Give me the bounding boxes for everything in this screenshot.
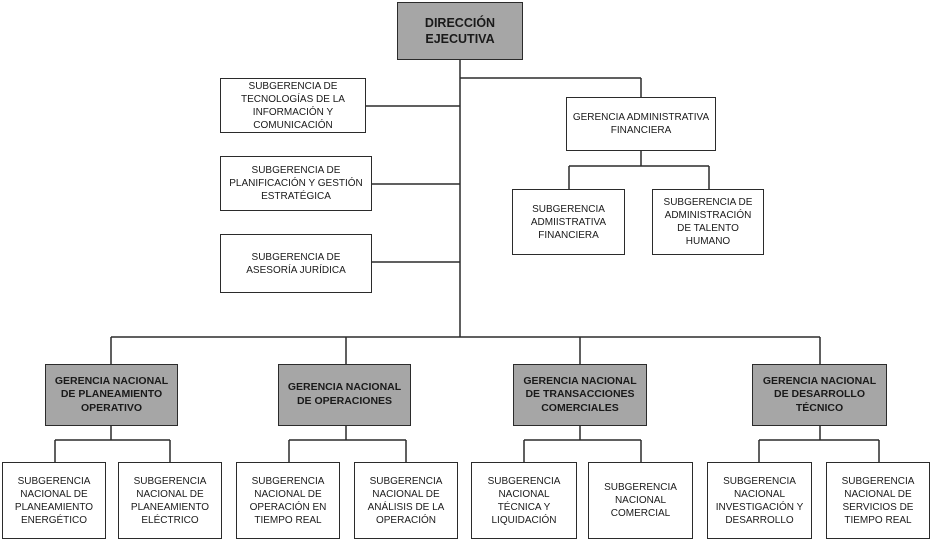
g2-child-label-2: SUBGERENCIA NACIONAL DE ANÁLISIS DE LA O… (367, 475, 445, 526)
g4-child-box-1: SUBGERENCIA NACIONAL INVESTIGACIÓN Y DES… (707, 462, 812, 539)
subgerencia-juridica-box: SUBGERENCIA DE ASESORÍA JURÍDICA (220, 234, 372, 293)
g1-child-box-1: SUBGERENCIA NACIONAL DE PLANEAMIENTO ENE… (2, 462, 106, 539)
direccion-ejecutiva-box: DIRECCIÓN EJECUTIVA (397, 2, 523, 60)
subgerencia-tic-label: SUBGERENCIA DE TECNOLOGÍAS DE LA INFORMA… (241, 80, 345, 131)
admin-child-box-1: SUBGERENCIA ADMIISTRATIVA FINANCIERA (512, 189, 625, 255)
g1-child-label-1: SUBGERENCIA NACIONAL DE PLANEAMIENTO ENE… (14, 475, 94, 526)
subgerencia-planificacion-box: SUBGERENCIA DE PLANIFICACIÓN Y GESTIÓN E… (220, 156, 372, 211)
gerencia-administrativa-box: GERENCIA ADMINISTRATIVA FINANCIERA (566, 97, 716, 151)
subgerencia-tic-box: SUBGERENCIA DE TECNOLOGÍAS DE LA INFORMA… (220, 78, 366, 133)
g4-child-box-2: SUBGERENCIA NACIONAL DE SERVICIOS DE TIE… (826, 462, 930, 539)
g2-child-label-1: SUBGERENCIA NACIONAL DE OPERACIÓN EN TIE… (249, 475, 327, 526)
gerencia-label-3: GERENCIA NACIONAL DE TRANSACCIONES COMER… (523, 374, 637, 414)
gerencia-box-1: GERENCIA NACIONAL DE PLANEAMIENTO OPERAT… (45, 364, 178, 426)
gerencia-box-3: GERENCIA NACIONAL DE TRANSACCIONES COMER… (513, 364, 647, 426)
gerencia-administrativa-label: GERENCIA ADMINISTRATIVA FINANCIERA (572, 112, 710, 136)
subgerencia-juridica-label: SUBGERENCIA DE ASESORÍA JURÍDICA (246, 251, 346, 276)
g3-child-label-1: SUBGERENCIA NACIONAL TÉCNICA Y LIQUIDACI… (487, 475, 561, 526)
g1-child-label-2: SUBGERENCIA NACIONAL DE PLANEAMIENTO ELÉ… (130, 475, 210, 526)
g2-child-box-2: SUBGERENCIA NACIONAL DE ANÁLISIS DE LA O… (354, 462, 458, 539)
admin-child-box-2: SUBGERENCIA DE ADMINISTRACIÓN DE TALENTO… (652, 189, 764, 255)
admin-child-label-2: SUBGERENCIA DE ADMINISTRACIÓN DE TALENTO… (663, 197, 753, 247)
gerencia-label-2: GERENCIA NACIONAL DE OPERACIONES (287, 381, 402, 407)
g4-child-label-1: SUBGERENCIA NACIONAL INVESTIGACIÓN Y DES… (715, 475, 804, 526)
gerencia-box-4: GERENCIA NACIONAL DE DESARROLLO TÉCNICO (752, 364, 887, 426)
g3-child-label-2: SUBGERENCIA NACIONAL COMERCIAL (604, 482, 677, 519)
g3-child-box-1: SUBGERENCIA NACIONAL TÉCNICA Y LIQUIDACI… (471, 462, 577, 539)
subgerencia-planificacion-label: SUBGERENCIA DE PLANIFICACIÓN Y GESTIÓN E… (229, 165, 363, 202)
gerencia-label-4: GERENCIA NACIONAL DE DESARROLLO TÉCNICO (762, 374, 877, 414)
g2-child-box-1: SUBGERENCIA NACIONAL DE OPERACIÓN EN TIE… (236, 462, 340, 539)
g4-child-label-2: SUBGERENCIA NACIONAL DE SERVICIOS DE TIE… (841, 475, 915, 526)
g1-child-box-2: SUBGERENCIA NACIONAL DE PLANEAMIENTO ELÉ… (118, 462, 222, 539)
admin-child-label-1: SUBGERENCIA ADMIISTRATIVA FINANCIERA (530, 203, 607, 241)
g3-child-box-2: SUBGERENCIA NACIONAL COMERCIAL (588, 462, 693, 539)
direccion-ejecutiva-label: DIRECCIÓN EJECUTIVA (424, 15, 496, 46)
gerencia-label-1: GERENCIA NACIONAL DE PLANEAMIENTO OPERAT… (54, 374, 169, 414)
gerencia-box-2: GERENCIA NACIONAL DE OPERACIONES (278, 364, 411, 426)
